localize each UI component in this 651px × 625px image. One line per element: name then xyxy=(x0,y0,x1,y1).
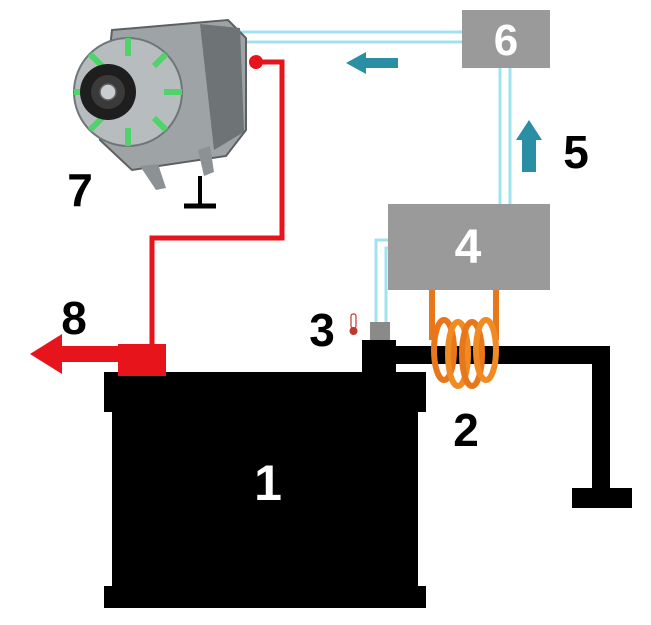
label-module-4: 4 xyxy=(455,221,482,274)
coil-turn xyxy=(459,319,485,389)
up-arrow-head xyxy=(516,120,542,140)
output-arrow-shaft xyxy=(56,346,122,362)
output-arrow-head xyxy=(30,334,62,374)
label-alternator: 7 xyxy=(67,164,93,216)
signal-wire-top xyxy=(240,30,462,44)
coil-turn xyxy=(445,319,471,389)
shunt-coil: 2 xyxy=(429,288,499,456)
module-6: 6 xyxy=(462,10,550,68)
coil-turn xyxy=(431,317,457,383)
signal-wire-vertical xyxy=(498,68,512,204)
ground-bus-vertical xyxy=(592,346,610,492)
alternator-rear xyxy=(200,24,244,150)
thermometer-icon xyxy=(349,313,358,335)
module-4: 4 xyxy=(388,204,550,290)
power-line xyxy=(149,55,285,346)
left-arrow-shaft xyxy=(362,58,398,68)
label-output: 8 xyxy=(61,292,87,344)
ground-symbol-icon xyxy=(184,176,216,209)
battery-negative-terminal xyxy=(362,340,396,378)
alternator-nut xyxy=(99,83,117,101)
signal-lines xyxy=(240,30,512,322)
coil-turn xyxy=(473,317,499,383)
alternator-fan xyxy=(74,38,182,146)
alternator-mount xyxy=(198,146,214,176)
flow-arrows: 5 xyxy=(346,52,589,178)
module-6-box xyxy=(462,10,550,68)
left-arrow-head xyxy=(346,52,366,74)
battery-bottom-lip xyxy=(104,586,426,608)
battery: 1 xyxy=(104,340,426,608)
power-wire xyxy=(149,59,285,346)
label-battery: 1 xyxy=(254,455,282,511)
power-wire-terminal xyxy=(249,55,263,69)
up-arrow-shaft xyxy=(522,138,536,172)
label-temp-sensor: 3 xyxy=(309,304,335,356)
battery-positive-terminal xyxy=(118,344,166,376)
ground-bus-horizontal xyxy=(394,346,608,364)
alternator-mount xyxy=(140,164,166,190)
ground-bus xyxy=(394,346,632,508)
output-arrow: 8 xyxy=(30,292,122,374)
battery-top-lip xyxy=(104,372,426,412)
sensor-wire xyxy=(374,238,388,322)
temperature-sensor: 3 xyxy=(309,304,390,356)
label-flow-arrow: 5 xyxy=(563,126,589,178)
alternator-icon xyxy=(73,18,247,190)
label-shunt-coil: 2 xyxy=(453,404,479,456)
module-4-box xyxy=(388,204,550,290)
label-module-6: 6 xyxy=(494,16,518,65)
ground-symbol-icon xyxy=(572,488,632,508)
sensor-body xyxy=(370,322,390,340)
